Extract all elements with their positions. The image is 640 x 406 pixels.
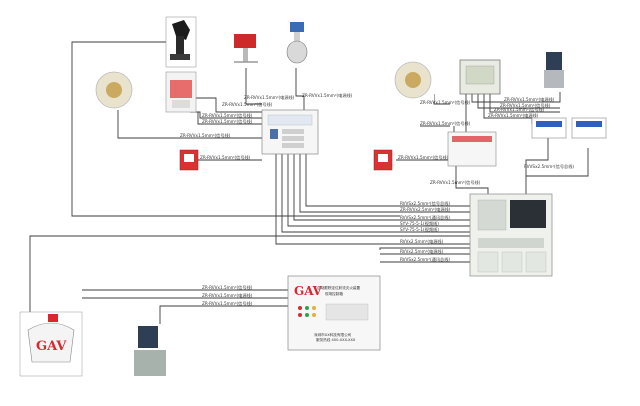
cable-label: RVVx2.5mm²(电源线) [400,248,444,255]
cable-label: ZR-RVVx1.5mm²(电源线) [504,96,555,103]
cable-label: ZR-RVVx1.5mm²(电源线) [244,94,295,101]
cable-label: ZR-RVVx1.5mm²(信号线) [202,118,253,125]
cable-label: ZR-RVVx1.5mm²(信号线) [420,99,471,106]
cable-label: ZR-RVVx1.5mm²(电源线) [202,292,253,299]
cable-label: ZR-RVVx1.5mm²(信号线) [202,300,253,307]
cable-label: RVVx2.5mm²(电源线) [400,238,444,245]
fire-nozzle-device: GAV [19,311,83,377]
cable-label: ZR-RVVx1.5mm²(信号线) [202,112,253,119]
controller-footer-line1: 深圳市XX科技有限公司 [314,332,352,337]
upper-control-panel [261,109,319,155]
wiring-lines [29,41,589,330]
cable-label: RVVSx2.5mm²(信号总线) [524,163,574,170]
butterfly-valve-device [284,20,310,68]
cable-label: ZR-RVVx2.5mm²(电源线) [400,206,451,213]
local-control-box: GAV 自动跟踪定位射流灭火装置 现场控制箱 深圳市XX科技有限公司 服务热线 … [287,275,381,351]
cable-label: ZR-RVVx1.5mm²(电源线) [488,112,539,119]
fire-detector-dome-left [94,70,136,110]
cable-label: ZR-RVVx1.5mm²(信号线) [420,120,471,127]
cable-label: ZR-RVVx1.5mm²(信号线) [500,102,551,109]
solenoid-valve-right [540,50,570,92]
cable-label: ZR-RVVx1.5mm²(信号线) [180,132,231,139]
cable-label: ZR-RVVx1.5mm²(信号线) [200,154,251,161]
manual-alarm-button-right [373,149,393,171]
cable-label: ZR-RVVx1.5mm²(电源线) [302,92,353,99]
cable-label: RVVSx2.5mm²(通讯总线) [400,214,450,221]
cable-label: ZR-RVVx1.5mm²(信号线) [430,179,481,186]
controller-title-line2: 现场控制箱 [325,291,343,296]
controller-brand-logo: GAV [294,284,323,298]
signal-module-box [165,71,197,113]
cable-label: ZR-RVVx1.5mm²(信号线) [494,106,545,113]
controller-title-line1: 自动跟踪定位射流灭火装置 [317,285,361,290]
junction-box-device [459,59,501,95]
flow-indicator-unit-1 [531,117,567,139]
cable-label: ZR-RVVx1.5mm²(信号线) [202,284,253,291]
cable-label: RVVSx2.5mm²(通讯总线) [400,256,450,263]
cable-label: ZR-RVVx1.5mm²(信号线) [222,101,273,108]
cable-labels: ZR-RVVx1.5mm²(信号线) ZR-RVVx1.5mm²(电源线) ZR… [180,92,574,307]
video-camera-device [165,16,197,68]
controller-footer-line2: 服务热线 400-XXX-XXX [316,337,356,342]
manual-alarm-button-left [179,149,199,171]
right-control-panel [447,131,497,167]
main-control-console [469,193,553,277]
solenoid-valve-bottom [130,324,170,380]
nozzle-brand-logo: GAV [36,339,67,354]
water-flow-indicator-device [228,28,264,68]
fire-detector-dome-right [392,60,434,102]
cable-label: SYV-75-5-1(视频线) [400,220,439,227]
cable-label: ZR-RVVx1.5mm²(信号线) [398,154,449,161]
flow-indicator-unit-2 [571,117,607,139]
cable-label: SYV-75-5-1(视频线) [400,226,439,233]
cable-label: RVVSx2.5mm²(信号总线) [400,200,450,207]
